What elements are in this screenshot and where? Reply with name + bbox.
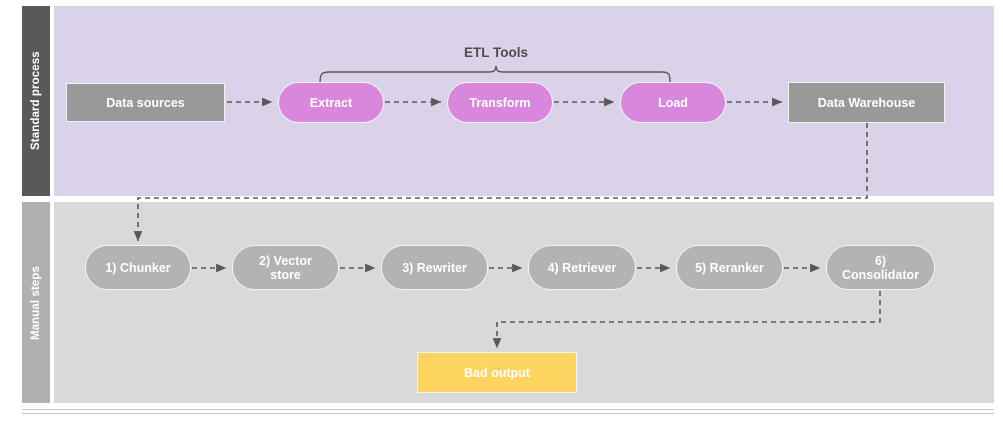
node-retriever-label: 4) Retriever bbox=[547, 260, 617, 275]
footer-divider-1 bbox=[22, 409, 994, 410]
node-reranker-label: 5) Reranker bbox=[695, 260, 764, 275]
node-chunker-label: 1) Chunker bbox=[105, 260, 171, 275]
node-consolidator-label: 6) Consolidator bbox=[841, 253, 920, 282]
node-retriever[interactable]: 4) Retriever bbox=[528, 245, 636, 290]
node-data-sources-label: Data sources bbox=[106, 95, 185, 110]
lane-title-standard-process: Standard process bbox=[22, 6, 50, 196]
node-extract[interactable]: Extract bbox=[278, 82, 384, 123]
node-data-warehouse[interactable]: Data Warehouse bbox=[788, 82, 945, 123]
node-chunker[interactable]: 1) Chunker bbox=[85, 245, 191, 290]
node-reranker[interactable]: 5) Reranker bbox=[676, 245, 783, 290]
node-rewriter-label: 3) Rewriter bbox=[402, 260, 467, 275]
footer-divider-2 bbox=[22, 413, 994, 414]
node-data-sources[interactable]: Data sources bbox=[66, 83, 225, 122]
node-load-label: Load bbox=[658, 95, 688, 110]
node-load[interactable]: Load bbox=[620, 82, 726, 123]
lane-title-manual-steps: Manual steps bbox=[22, 202, 50, 403]
node-bad-output-label: Bad output bbox=[464, 365, 530, 380]
node-data-warehouse-label: Data Warehouse bbox=[817, 95, 916, 110]
node-vector-store-label: 2) Vector store bbox=[259, 253, 312, 282]
node-extract-label: Extract bbox=[309, 95, 353, 110]
node-bad-output[interactable]: Bad output bbox=[417, 352, 577, 393]
node-transform[interactable]: Transform bbox=[447, 82, 553, 123]
etl-tools-label: ETL Tools bbox=[464, 45, 528, 60]
node-rewriter[interactable]: 3) Rewriter bbox=[381, 245, 488, 290]
node-consolidator[interactable]: 6) Consolidator bbox=[826, 245, 935, 290]
node-vector-store[interactable]: 2) Vector store bbox=[232, 245, 339, 290]
node-transform-label: Transform bbox=[469, 95, 531, 110]
